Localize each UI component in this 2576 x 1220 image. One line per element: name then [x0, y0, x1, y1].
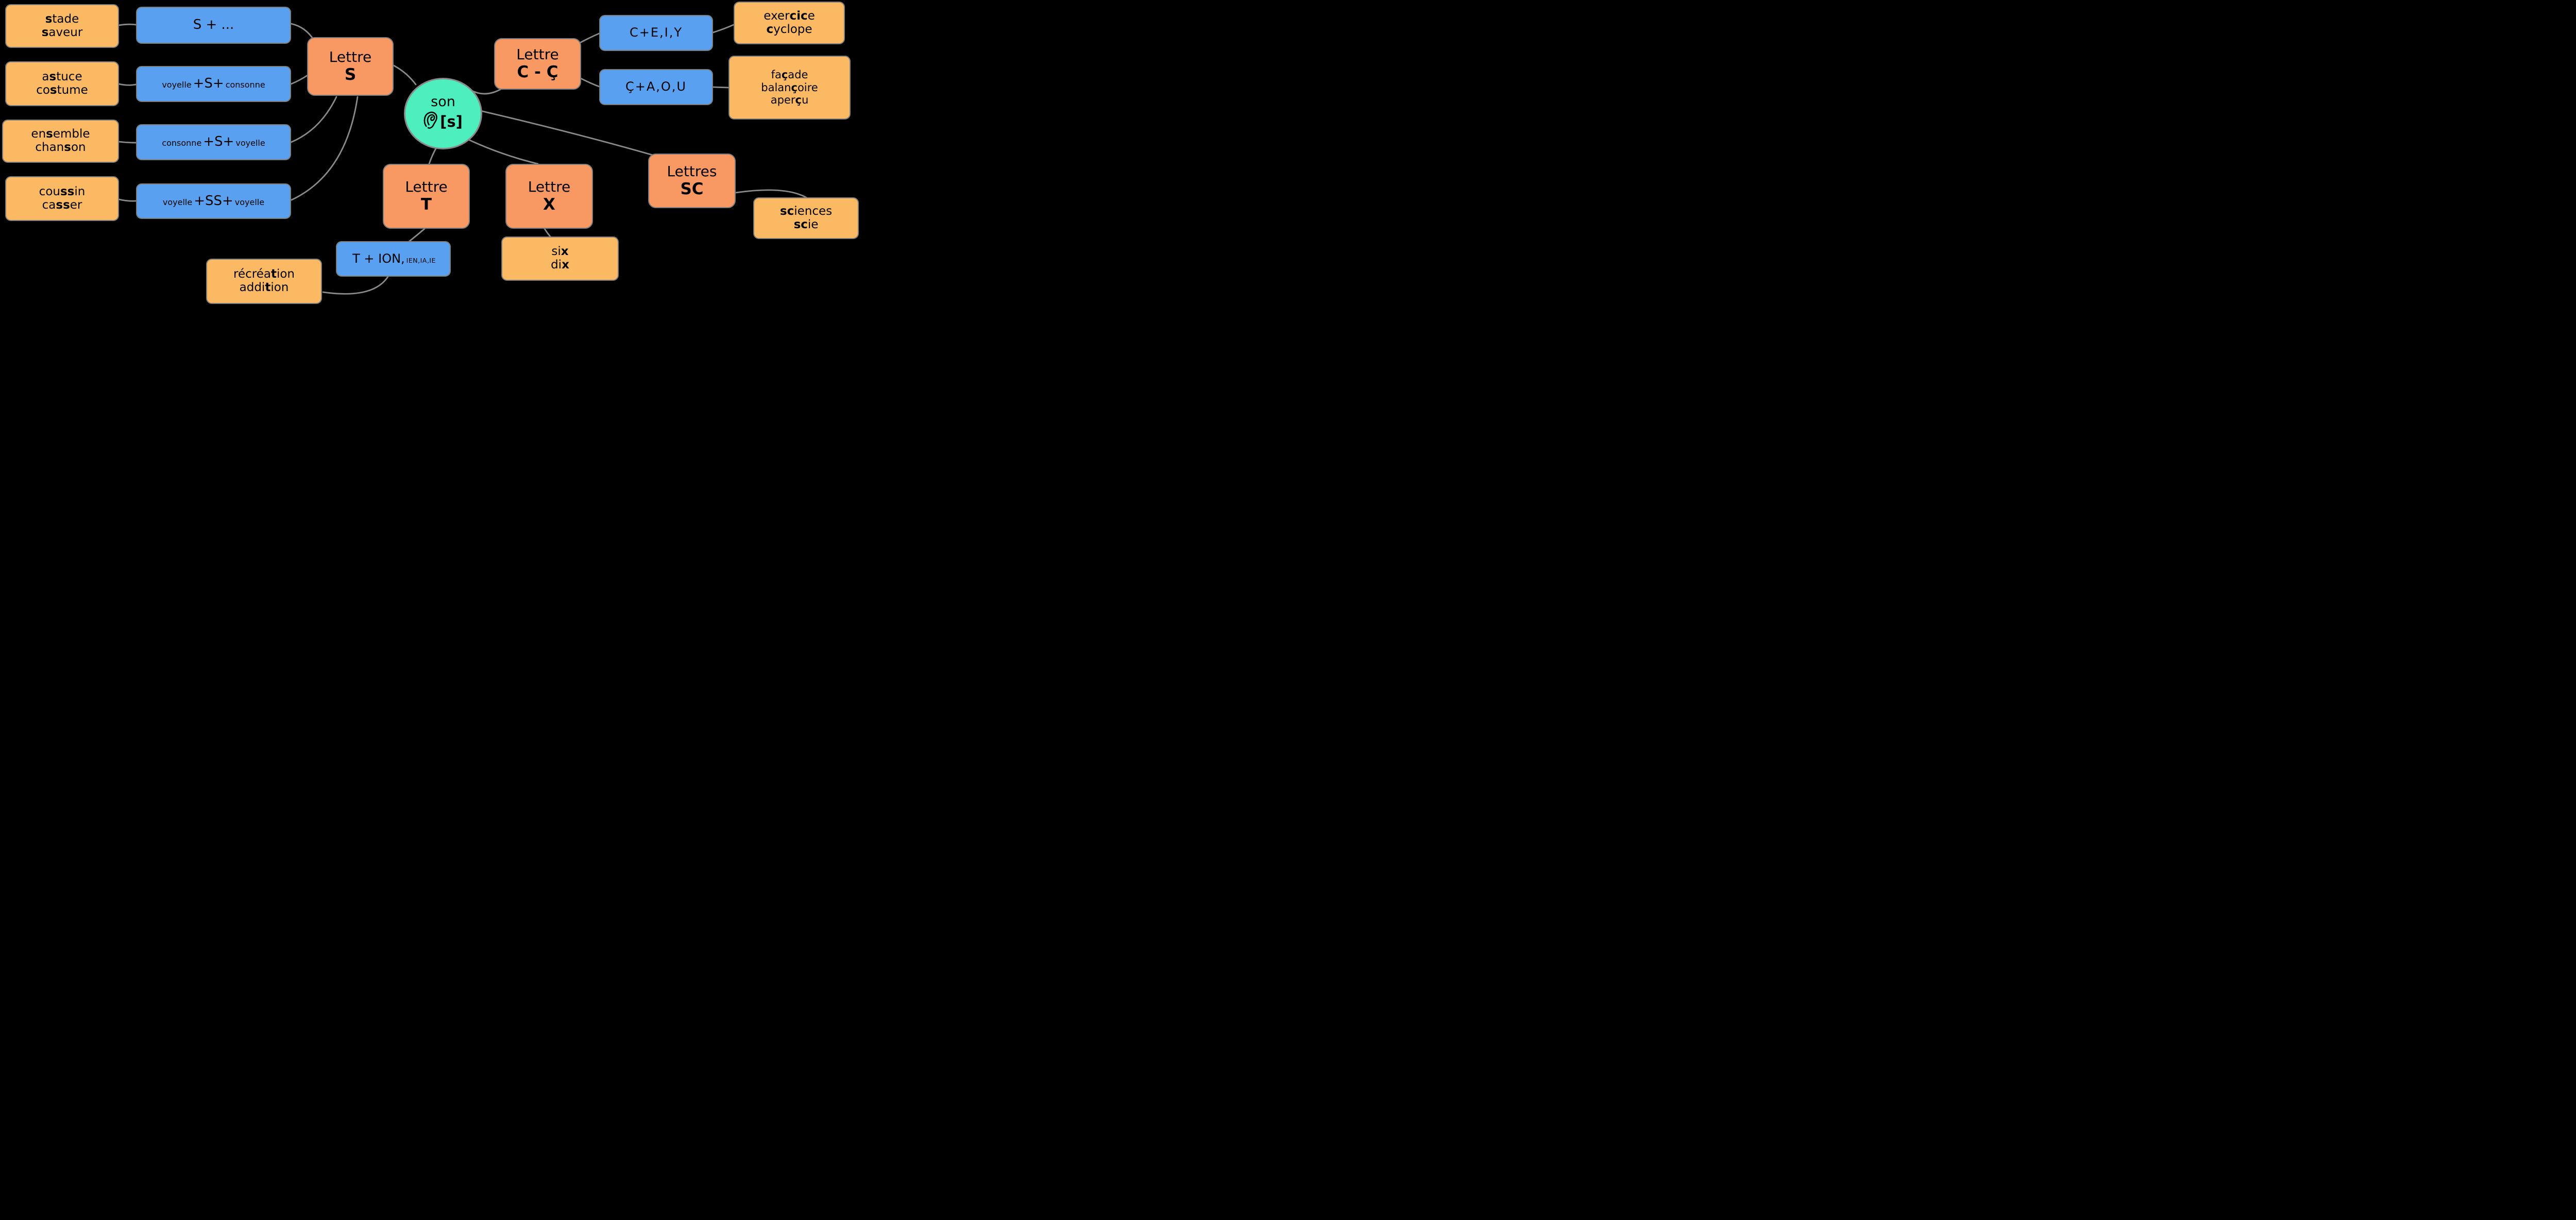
center-ipa: [s] — [440, 112, 463, 130]
example-node-sciences-scie[interactable]: sciences scie — [753, 197, 859, 239]
branch-letter: T — [420, 195, 432, 214]
rule-text-small: voyelle — [235, 138, 265, 148]
rule-node-t-ion[interactable]: T + ION,IEN,IA,IE — [336, 241, 451, 277]
center-node-son-s[interactable]: son [s] — [404, 78, 482, 149]
connector — [118, 198, 137, 202]
branch-letter: C - Ç — [517, 63, 558, 82]
example-word: ensemble — [31, 127, 90, 141]
example-word: casser — [42, 198, 82, 212]
rule-node-voyelle-ss-voyelle[interactable]: voyelle+SS+voyelle — [136, 183, 291, 219]
branch-node-lettre-x[interactable]: Lettre X — [505, 164, 593, 229]
branch-node-lettre-s[interactable]: Lettre S — [307, 37, 394, 96]
example-node-six-dix[interactable]: six dix — [501, 236, 619, 281]
example-word: cyclope — [766, 22, 812, 36]
example-word: chanson — [35, 141, 86, 154]
connector — [291, 96, 359, 201]
connector — [464, 137, 539, 165]
example-word: saveur — [41, 25, 83, 39]
rule-text-small: voyelle — [234, 197, 265, 207]
example-node-exercice-cyclope[interactable]: exercice cyclope — [734, 2, 845, 44]
rule-text-big: T + ION, — [352, 251, 405, 266]
example-word: scie — [793, 217, 819, 231]
example-node-astuce-costume[interactable]: astuce costume — [5, 61, 119, 106]
example-word: addition — [239, 281, 289, 294]
rule-node-voyelle-s-consonne[interactable]: voyelle+S+consonne — [136, 66, 291, 102]
connector — [290, 23, 314, 40]
example-word: six — [551, 245, 569, 259]
branch-title: Lettre — [516, 45, 559, 63]
connector — [290, 96, 337, 143]
branch-node-lettres-sc[interactable]: Lettres SC — [648, 154, 736, 208]
connector — [118, 83, 137, 86]
rule-text-small: consonne — [225, 80, 265, 90]
rule-text-small: voyelle — [162, 197, 193, 207]
branch-node-lettre-c-cedille[interactable]: Lettre C - Ç — [494, 38, 581, 90]
example-word: exercice — [764, 9, 815, 23]
rule-text-small: IEN,IA,IE — [406, 256, 436, 264]
connector — [393, 64, 417, 86]
connector — [712, 24, 735, 33]
example-word: récréation — [233, 267, 295, 281]
mindmap-canvas: son [s] Lettre S Lettre C - Ç Lettre T L… — [0, 0, 871, 305]
branch-title: Lettre — [405, 178, 448, 195]
rule-text: Ç+A,O,U — [625, 79, 687, 94]
ear-icon — [423, 111, 439, 133]
branch-title: Lettres — [667, 162, 717, 180]
connector — [409, 228, 426, 242]
example-word: sciences — [779, 204, 833, 218]
example-node-stade-saveur[interactable]: stade saveur — [5, 4, 119, 48]
example-node-facade-balancoire-apercu[interactable]: façade balançoire aperçu — [728, 56, 851, 120]
example-word: dix — [551, 258, 569, 272]
rule-text-big: +S+ — [193, 76, 224, 92]
connector — [712, 86, 730, 89]
rule-text-big: +S+ — [203, 134, 234, 150]
example-node-recreation-addition[interactable]: récréation addition — [206, 259, 322, 304]
branch-letter: S — [344, 65, 357, 84]
rule-text-small: voyelle — [162, 80, 192, 90]
example-word: façade — [771, 68, 808, 81]
example-word: aperçu — [770, 94, 809, 107]
branch-title: Lettre — [329, 48, 372, 65]
connector — [477, 109, 654, 156]
branch-letter: X — [543, 195, 555, 214]
example-word: coussin — [39, 184, 86, 198]
example-word: balançoire — [761, 81, 818, 94]
rule-text: C+E,I,Y — [629, 25, 683, 40]
connector — [580, 77, 600, 88]
connector — [322, 276, 389, 295]
example-node-coussin-casser[interactable]: coussin casser — [5, 176, 119, 221]
rule-node-c-cedille-aou[interactable]: Ç+A,O,U — [599, 69, 713, 105]
connector — [117, 141, 137, 144]
example-word: costume — [36, 83, 88, 97]
branch-title: Lettre — [528, 178, 571, 195]
example-node-ensemble-chanson[interactable]: ensemble chanson — [2, 120, 119, 163]
rule-node-consonne-s-voyelle[interactable]: consonne+S+voyelle — [136, 124, 291, 160]
connector — [544, 228, 551, 238]
example-word: astuce — [42, 70, 82, 83]
connector — [118, 23, 137, 26]
center-label: son — [431, 93, 455, 110]
rule-text-small: consonne — [162, 138, 202, 148]
connector — [735, 189, 808, 199]
rule-node-s-plus[interactable]: S + ... — [136, 7, 291, 44]
example-word: stade — [45, 12, 79, 26]
rule-node-c-eiy[interactable]: C+E,I,Y — [599, 15, 713, 51]
branch-letter: SC — [680, 180, 704, 199]
connector — [290, 74, 309, 85]
branch-node-lettre-t[interactable]: Lettre T — [383, 164, 470, 229]
rule-text: S + ... — [193, 17, 234, 33]
rule-text-big: +SS+ — [194, 193, 233, 209]
